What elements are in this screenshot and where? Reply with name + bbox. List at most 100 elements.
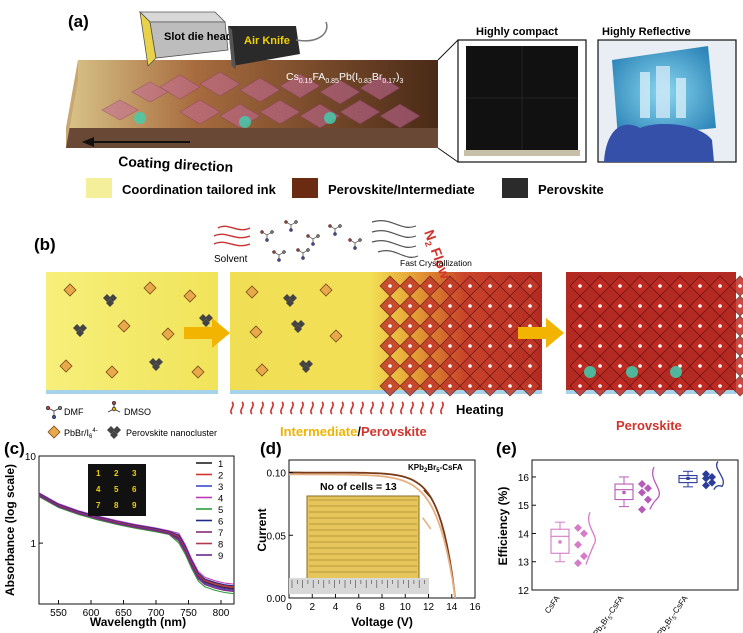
plot-d-ylabel: Current	[255, 508, 269, 551]
lattice-cation	[738, 324, 742, 328]
lattice-cation	[638, 324, 642, 328]
panel-b-label: (b)	[34, 235, 56, 254]
slot-die-top	[139, 11, 226, 23]
lattice-cation	[488, 384, 492, 388]
nanocluster-icon	[199, 314, 213, 327]
x-tick-label: 4	[333, 602, 339, 613]
series-line-4	[38, 492, 235, 585]
air-knife-edge	[228, 26, 236, 70]
lattice-cation	[488, 364, 492, 368]
category-label: CsPb2Br5-CsFA	[586, 593, 628, 633]
lattice-cation	[528, 384, 532, 388]
y-tick-label: 13	[518, 558, 530, 569]
heat-wave	[290, 401, 294, 415]
inset-cell-label: 5	[114, 485, 119, 494]
series-line-6	[38, 493, 235, 587]
lattice-cation	[428, 384, 432, 388]
air-hose	[295, 21, 328, 42]
lattice-cation	[388, 304, 392, 308]
plot-d-xlabel: Voltage (V)	[351, 615, 413, 629]
legend-label-7: 7	[218, 528, 223, 539]
distribution-curve	[713, 460, 724, 490]
lattice-cation	[428, 344, 432, 348]
lattice-cation	[698, 344, 702, 348]
lattice-cation	[618, 324, 622, 328]
lattice-cation	[488, 324, 492, 328]
nanocluster-icon	[73, 324, 87, 337]
x-tick-label: 12	[423, 602, 435, 613]
data-point	[702, 470, 710, 479]
data-point	[708, 478, 716, 487]
solvent-molecule	[284, 220, 298, 232]
nanocluster-icon	[299, 360, 313, 373]
dmf-icon	[45, 405, 62, 420]
heat-wave	[330, 401, 334, 415]
lattice-cation	[468, 324, 472, 328]
solvent-molecule	[260, 230, 274, 242]
lattice-cation	[408, 284, 412, 288]
lattice-cation	[698, 284, 702, 288]
lattice-cation	[508, 384, 512, 388]
lattice-cation	[638, 364, 642, 368]
panel-d-label: (d)	[260, 439, 282, 458]
lattice-cation	[388, 364, 392, 368]
lattice-cation	[678, 384, 682, 388]
x-tick-label: 6	[356, 602, 362, 613]
box-mean	[686, 476, 690, 480]
legend-label-intermediate: Perovskite/Intermediate	[328, 182, 475, 197]
legend-swatch-ink	[86, 178, 112, 198]
stage3-lattice	[569, 275, 743, 397]
lattice-cation	[408, 384, 412, 388]
reflected-building	[676, 78, 686, 118]
dmso-icon	[107, 401, 121, 413]
lattice-cation	[638, 304, 642, 308]
heat-wave	[260, 401, 264, 415]
inset-cell-label: 4	[96, 485, 101, 494]
stage1-substrate	[46, 390, 218, 394]
heat-wave	[370, 401, 374, 415]
lattice-cation	[658, 324, 662, 328]
nanocluster-dot	[670, 366, 682, 378]
lattice-cation	[738, 284, 742, 288]
lattice-cation	[738, 344, 742, 348]
y-tick-label: 12	[518, 586, 530, 597]
distribution-curve	[585, 512, 596, 565]
legend-label-5: 5	[218, 505, 223, 516]
nanocluster-dot	[239, 116, 251, 128]
y-tick-label: 10	[25, 452, 37, 463]
data-point	[644, 484, 652, 493]
lattice-cation	[408, 364, 412, 368]
data-point	[580, 552, 588, 561]
heat-wave	[440, 401, 444, 415]
lattice-cation	[618, 284, 622, 288]
heat-wave	[400, 401, 404, 415]
heating-label: Heating	[456, 402, 504, 417]
lattice-cation	[448, 384, 452, 388]
lattice-cation	[718, 284, 722, 288]
lattice-cation	[678, 324, 682, 328]
legend-dmso-label: DMSO	[124, 407, 151, 417]
lattice-cation	[388, 384, 392, 388]
lattice-cation	[448, 324, 452, 328]
lattice-octahedron	[729, 355, 743, 377]
x-tick-label: 650	[115, 608, 132, 619]
category-label: KPb2Br5-CsFA	[652, 593, 691, 633]
plot-e-ylabel: Efficiency (%)	[496, 487, 510, 566]
distribution-curve	[649, 466, 660, 510]
data-point	[644, 495, 652, 504]
slot-die-body	[149, 21, 229, 59]
solvent-molecule	[328, 224, 342, 236]
heat-wave	[390, 401, 394, 415]
heating-waves	[230, 401, 444, 415]
lattice-cation	[718, 324, 722, 328]
lattice-octahedron	[729, 295, 743, 317]
panel-b: (b) Solvent N2 Flow Fast Crystallization…	[34, 220, 743, 440]
lattice-cation	[448, 344, 452, 348]
lattice-cation	[408, 324, 412, 328]
gloved-hand	[604, 124, 714, 162]
legend-pb-complex-label: PbBr/I64-	[64, 428, 98, 440]
x-tick-label: 14	[446, 602, 458, 613]
nanocluster-icon	[103, 294, 117, 307]
